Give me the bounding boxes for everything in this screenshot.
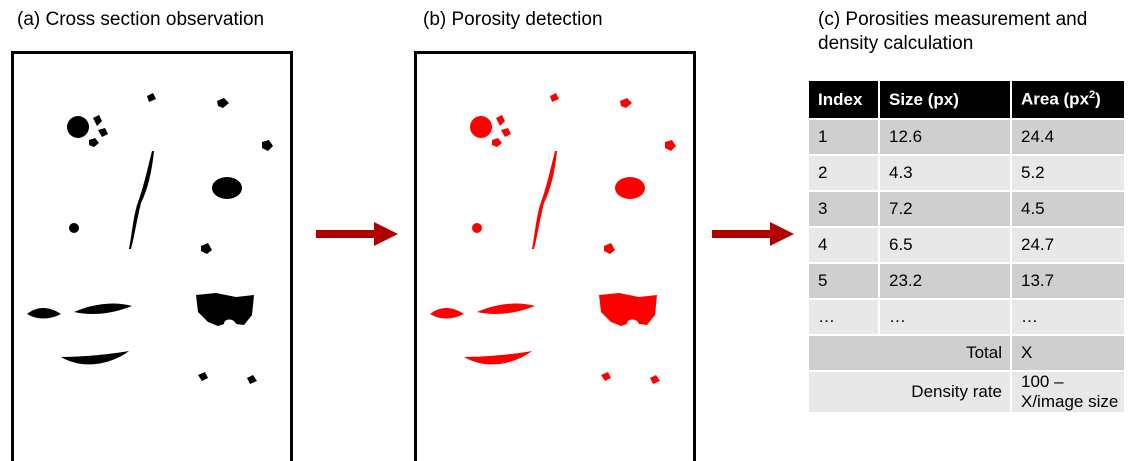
porosity-detection-image bbox=[430, 93, 676, 384]
cell-index: 2 bbox=[809, 155, 880, 192]
pore bbox=[247, 375, 257, 384]
pore bbox=[472, 223, 482, 233]
panel-b-title: (b) Porosity detection bbox=[423, 9, 603, 30]
cell-index: … bbox=[809, 299, 880, 336]
total-value: X bbox=[1011, 335, 1126, 372]
pore bbox=[262, 140, 273, 151]
cell-size: … bbox=[879, 299, 1012, 336]
cell-size: 12.6 bbox=[879, 119, 1012, 156]
table-row: 4 6.5 24.7 bbox=[809, 227, 1126, 264]
total-row: Total X bbox=[809, 335, 1126, 372]
cell-area: 13.7 bbox=[1011, 263, 1126, 300]
header-index: Index bbox=[809, 81, 880, 120]
pore bbox=[477, 303, 535, 314]
pore bbox=[196, 293, 254, 326]
pore bbox=[217, 98, 229, 108]
cell-index: 3 bbox=[809, 191, 880, 228]
pore bbox=[430, 308, 464, 319]
pore bbox=[464, 351, 532, 365]
pore bbox=[665, 140, 676, 151]
pore bbox=[492, 138, 502, 147]
table-row: 2 4.3 5.2 bbox=[809, 155, 1126, 192]
pore bbox=[61, 351, 129, 365]
right-arrow-icon bbox=[712, 222, 794, 246]
pore bbox=[496, 115, 505, 126]
cell-area: 5.2 bbox=[1011, 155, 1126, 192]
header-size: Size (px) bbox=[879, 81, 1012, 120]
pore bbox=[93, 115, 102, 126]
pore bbox=[27, 308, 61, 319]
pore bbox=[470, 116, 492, 138]
pore-shapes bbox=[27, 93, 273, 384]
cross-section-image bbox=[27, 93, 273, 384]
pore bbox=[67, 116, 89, 138]
pore bbox=[601, 372, 611, 381]
cell-area: 24.4 bbox=[1011, 119, 1126, 156]
pore bbox=[532, 151, 557, 249]
pore bbox=[501, 128, 511, 137]
pore bbox=[615, 177, 645, 199]
cell-index: 4 bbox=[809, 227, 880, 264]
pore bbox=[129, 151, 154, 249]
porosity-detection-panel bbox=[414, 51, 696, 461]
cell-index: 1 bbox=[809, 119, 880, 156]
pore bbox=[620, 98, 632, 108]
pore bbox=[198, 372, 208, 381]
cell-size: 4.3 bbox=[879, 155, 1012, 192]
pore bbox=[69, 223, 79, 233]
pore bbox=[147, 93, 156, 102]
density-row: Density rate 100 – X/image size bbox=[809, 371, 1126, 414]
pore bbox=[650, 375, 660, 384]
cell-area: 24.7 bbox=[1011, 227, 1126, 264]
cross-section-panel bbox=[11, 51, 293, 461]
header-area: Area (px2) bbox=[1011, 81, 1126, 120]
table-row: 3 7.2 4.5 bbox=[809, 191, 1126, 228]
panel-c-title: (c) Porosities measurement and density c… bbox=[818, 9, 1088, 54]
cell-area: 4.5 bbox=[1011, 191, 1126, 228]
porosity-measurement-table: Index Size (px) Area (px2) 1 12.6 24.4 2… bbox=[809, 81, 1126, 414]
pore bbox=[212, 177, 242, 199]
pore bbox=[550, 93, 559, 102]
table-header-row: Index Size (px) Area (px2) bbox=[809, 81, 1126, 120]
pore bbox=[201, 243, 212, 254]
table-row: 1 12.6 24.4 bbox=[809, 119, 1126, 156]
pore bbox=[604, 243, 615, 254]
total-label: Total bbox=[809, 335, 1012, 372]
cell-area: … bbox=[1011, 299, 1126, 336]
cell-index: 5 bbox=[809, 263, 880, 300]
cell-size: 23.2 bbox=[879, 263, 1012, 300]
pore-shapes bbox=[430, 93, 676, 384]
right-arrow-icon bbox=[316, 222, 398, 246]
density-label: Density rate bbox=[809, 371, 1012, 414]
table-row: 5 23.2 13.7 bbox=[809, 263, 1126, 300]
panel-a-title: (a) Cross section observation bbox=[17, 9, 265, 30]
pore bbox=[89, 138, 99, 147]
cell-size: 7.2 bbox=[879, 191, 1012, 228]
pore bbox=[74, 303, 132, 314]
density-value: 100 – X/image size bbox=[1011, 371, 1126, 414]
pore bbox=[599, 293, 657, 326]
table-row: … … … bbox=[809, 299, 1126, 336]
pore bbox=[98, 128, 108, 137]
cell-size: 6.5 bbox=[879, 227, 1012, 264]
